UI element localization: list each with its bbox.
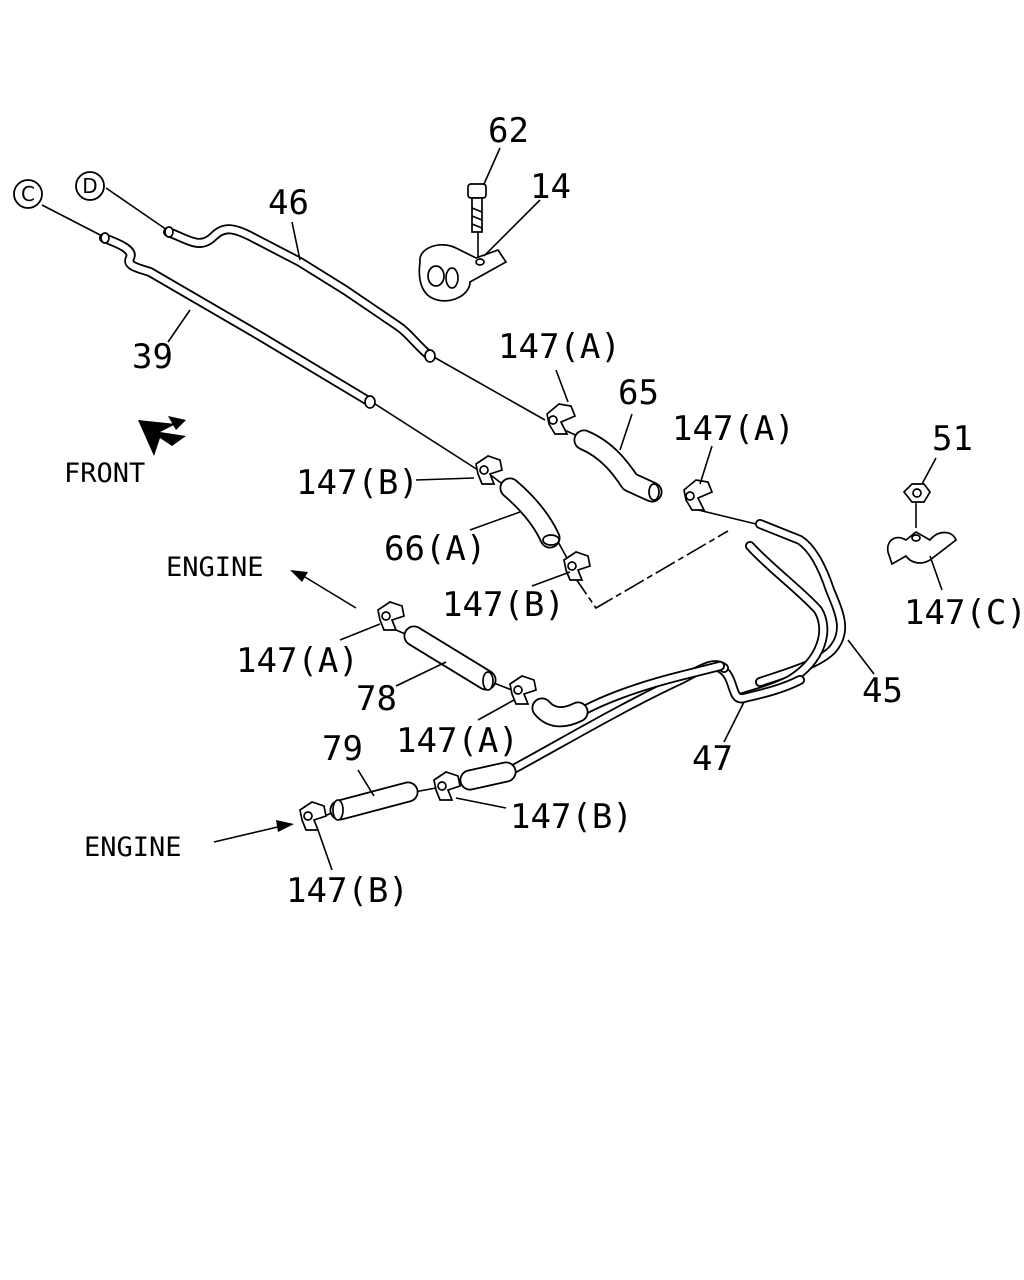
label-147a-left: 147(A) [236,641,359,681]
clamp-147a-right [683,479,714,511]
hose-65 [573,429,663,503]
front-label: FRONT [64,458,145,489]
engine-upper-label: ENGINE [166,552,264,583]
label-45: 45 [862,671,903,711]
label-39: 39 [132,337,173,377]
label-147a-right: 147(A) [672,409,795,449]
label-147b-right: 147(B) [510,797,633,837]
hose-79 [329,781,419,821]
engine-upper-arrow-icon [290,570,357,609]
part-labels: 62 14 46 39 147(A) 65 147(A) 51 147(B) 6… [132,111,1024,911]
marker-d: D [75,171,105,201]
label-14: 14 [530,167,571,207]
clip-147c [886,530,958,566]
label-147b-mid: 147(B) [442,585,565,625]
label-46: 46 [268,183,309,223]
clamp-147a-left [377,601,405,631]
label-51: 51 [932,419,973,459]
clamp-147b-bottom [299,801,327,831]
hose-66a [499,477,561,549]
bolt-62 [467,183,487,233]
pipe-46 [163,224,436,363]
front-arrow-icon [138,416,186,456]
svg-text:D: D [82,174,97,198]
label-147b-bottom: 147(B) [286,871,409,911]
svg-text:C: C [21,182,35,206]
pipe-39 [99,232,376,409]
label-62: 62 [488,111,529,151]
clamp-147a-mid [509,675,537,705]
engine-lower-label: ENGINE [84,832,182,863]
label-147a-mid: 147(A) [396,721,519,761]
label-79: 79 [322,729,363,769]
clamp-147b-mid [563,551,591,581]
leader-lines [167,147,943,871]
clamp-147a-top [546,403,577,435]
hose-short-lower [459,697,589,791]
label-147c: 147(C) [904,593,1024,633]
engine-lower-arrow-icon [213,820,294,843]
clip-14 [418,243,508,302]
clamp-147b-upper [475,455,503,485]
marker-c: C [13,179,43,209]
pipe-45 [735,519,847,703]
label-65: 65 [618,373,659,413]
nut-51 [902,483,932,503]
label-147a-top: 147(A) [498,327,621,367]
annotations: FRONT ENGINE ENGINE [64,458,264,863]
label-147b-upper: 147(B) [296,463,419,503]
hose-78 [403,625,497,691]
label-66a: 66(A) [384,529,486,569]
label-47: 47 [692,739,733,779]
clamp-147b-right [433,771,461,801]
pipe-47 [503,660,805,777]
label-78: 78 [356,679,397,719]
